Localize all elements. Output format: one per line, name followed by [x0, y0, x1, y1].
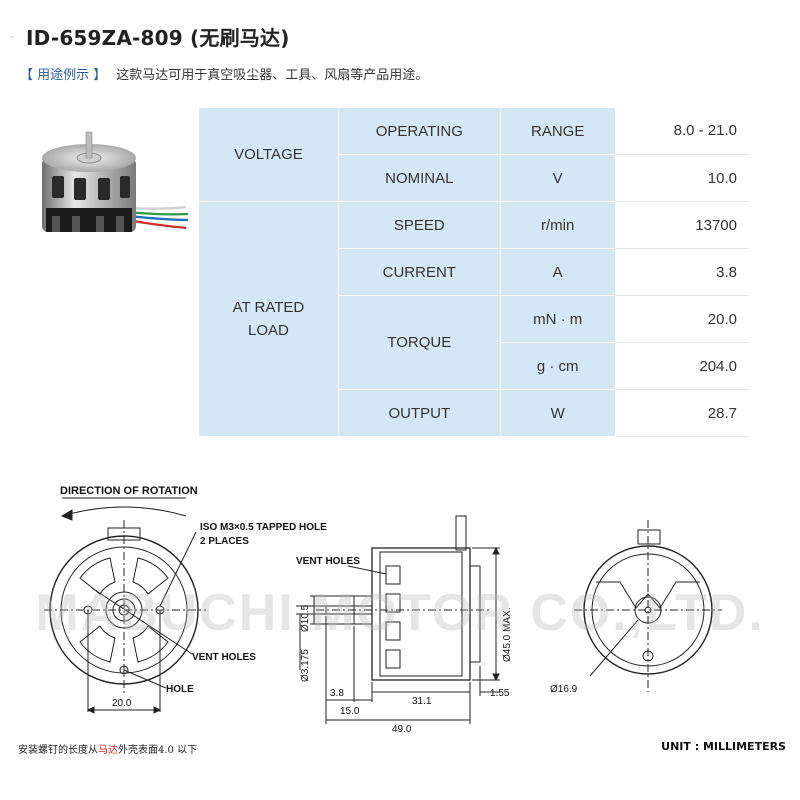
- note-red: 马达: [98, 745, 118, 756]
- output-label: OUTPUT: [337, 389, 501, 437]
- usage-tag: 【 用途例示 】: [20, 68, 107, 83]
- operating-unit: RANGE: [499, 107, 616, 155]
- dim-31-1: 31.1: [412, 696, 432, 707]
- usage-line: 【 用途例示 】这款马达可用于真空吸尘器、工具、风扇等产品用途。: [20, 64, 428, 83]
- label-hole: HOLE: [166, 684, 194, 695]
- dimension-drawing: DIRECTION OF ROTATION ISO M3×0.5 TAPPED …: [35, 485, 765, 735]
- torque-label: TORQUE: [337, 295, 501, 390]
- spec-table: VOLTAGE OPERATING RANGE 8.0 - 21.0 NOMIN…: [198, 107, 749, 437]
- label-tapped-hole: ISO M3×0.5 TAPPED HOLE: [200, 522, 327, 533]
- usage-text: 这款马达可用于真空吸尘器、工具、风扇等产品用途。: [116, 68, 429, 83]
- dim-d169: Ø16.9: [550, 684, 578, 695]
- title-row: - ID-659ZA-809 (无刷马达): [10, 22, 290, 50]
- note-prefix: 安装螺钉的长度从: [18, 745, 98, 756]
- note-suffix: 外壳表面4.0 以下: [118, 745, 198, 756]
- mounting-note: 安装螺钉的长度从马达外壳表面4.0 以下: [18, 741, 197, 756]
- label-vent-holes-side: VENT HOLES: [296, 556, 360, 567]
- dim-d105: Ø10.5: [300, 604, 311, 632]
- speed-label: SPEED: [337, 201, 501, 249]
- operating-label: OPERATING: [337, 107, 501, 155]
- speed-value: 13700: [615, 201, 749, 249]
- dim-49: 49.0: [392, 724, 412, 735]
- nominal-unit: V: [499, 154, 616, 202]
- motor-product-photo: [42, 131, 188, 232]
- page-title: ID-659ZA-809 (无刷马达): [26, 25, 290, 50]
- row-torque-mn: TORQUE mN · m 20.0: [199, 295, 749, 390]
- dim-15: 15.0: [340, 706, 360, 717]
- output-value: 28.7: [615, 389, 749, 437]
- current-value: 3.8: [615, 248, 749, 296]
- nominal-value: 10.0: [615, 154, 749, 202]
- current-label: CURRENT: [337, 248, 501, 296]
- operating-value: 8.0 - 21.0: [615, 107, 749, 155]
- rated-group-cell: AT RATED LOAD: [198, 201, 339, 437]
- output-unit: W: [499, 389, 616, 437]
- torque-unit-g: g · cm: [499, 342, 616, 390]
- dim-20: 20.0: [112, 698, 132, 709]
- row-speed: AT RATED LOAD SPEED r/min 13700: [198, 201, 749, 437]
- dim-3-8: 3.8: [330, 688, 344, 699]
- watermark: MABUCHI MOTOR CO.,LTD.: [35, 584, 765, 642]
- label-vent-holes-front: VENT HOLES: [192, 652, 256, 663]
- label-places: 2 PLACES: [200, 536, 249, 547]
- dim-d45: Ø45.0 MAX.: [502, 608, 513, 662]
- rated-group-line2: LOAD: [248, 322, 289, 339]
- voltage-group-cell: VOLTAGE: [198, 107, 339, 202]
- label-direction: DIRECTION OF ROTATION: [60, 485, 198, 497]
- dim-1-55: 1.55: [490, 688, 510, 699]
- torque-value-mn: 20.0: [615, 295, 749, 343]
- rated-group-line1: AT RATED: [232, 299, 305, 316]
- row-nominal: NOMINAL V 10.0: [199, 154, 749, 202]
- torque-unit-mn: mN · m: [499, 295, 616, 343]
- torque-value-g: 204.0: [615, 342, 749, 390]
- title-dash: -: [10, 29, 14, 43]
- units-label: UNIT : MILLIMETERS: [661, 740, 786, 753]
- row-operating: VOLTAGE OPERATING RANGE 8.0 - 21.0: [198, 107, 749, 202]
- nominal-label: NOMINAL: [337, 154, 501, 202]
- dim-d3175: Ø3.175: [300, 649, 311, 682]
- speed-unit: r/min: [499, 201, 616, 249]
- current-unit: A: [499, 248, 616, 296]
- row-torque-g: g · cm 204.0: [199, 342, 749, 390]
- row-output: OUTPUT W 28.7: [199, 389, 749, 437]
